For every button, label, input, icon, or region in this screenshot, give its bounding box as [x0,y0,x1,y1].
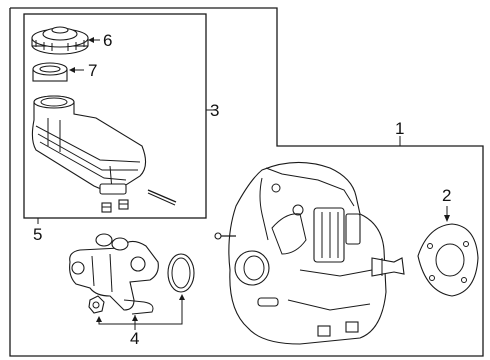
callout-7: 7 [88,61,97,80]
reservoir-body [31,95,147,195]
master-cylinder [69,233,159,315]
callout-1: 1 [395,119,404,138]
callout-4: 4 [130,329,139,348]
leader-2-arrow [444,215,450,222]
callout-6: 6 [103,31,112,50]
reservoir-pin [147,189,177,203]
mounting-nut [88,295,105,314]
brake-booster [214,161,405,345]
callout-2: 2 [442,186,451,205]
leader-7-arrow [69,67,75,73]
leader-4 [98,296,183,325]
callout-5: 5 [33,225,42,244]
leader-6-arrow [88,37,94,43]
callout-3: 3 [210,101,219,120]
booster-gasket [417,223,479,297]
reservoir-strainer [32,62,68,82]
reservoir-box [23,13,207,219]
reservoir-grommets [101,199,129,213]
reservoir-cap [31,26,89,55]
assembly-frame [9,7,484,357]
